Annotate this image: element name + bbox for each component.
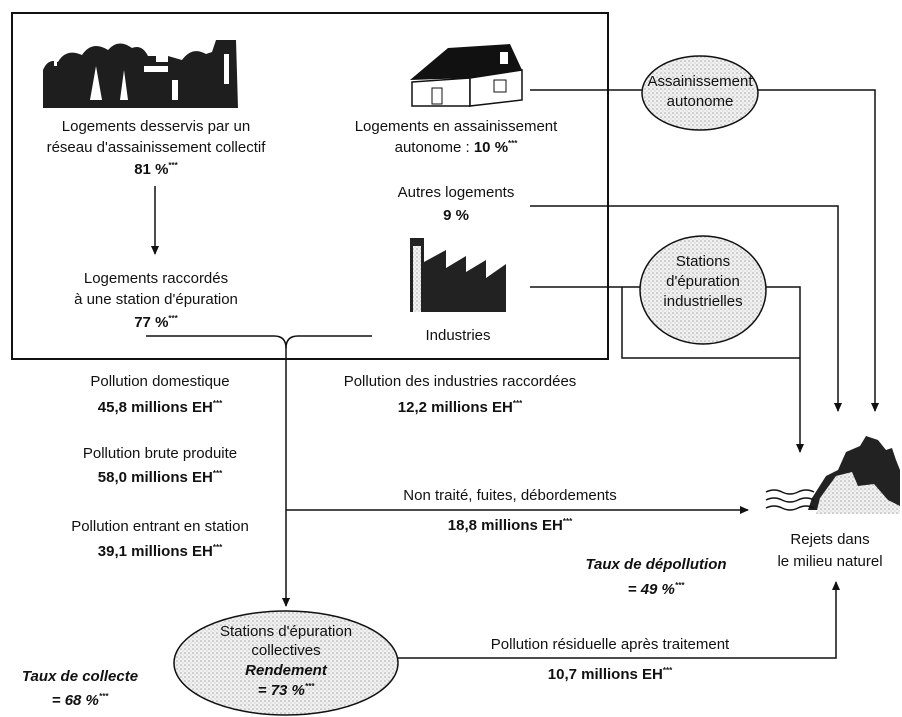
collection-rate-label: Taux de collecte [21,668,139,685]
other-housing-value: 9 % [443,207,469,224]
factory-illustration [410,238,506,312]
domestic-pollution-value: 45,8 millions EH*** [97,399,223,416]
entering-pollution-label: Pollution entrant en station [71,518,249,535]
depollution-rate-label: Taux de dépollution [585,556,727,573]
collective-housing-label-1: Logements desservis par un [61,118,251,135]
natural-environment-label-1: Rejets dans [790,531,870,548]
other-housing-label: Autres logements [397,184,515,201]
untreated-pollution-label: Non traité, fuites, débordements [403,487,617,504]
collective-housing-label-2: réseau d'assainissement collectif [46,139,266,156]
autonomous-housing-label-1: Logements en assainissement [354,118,558,135]
flow-connectors [146,89,879,659]
natural-environment-illustration [765,436,900,514]
autonomous-ellipse-label-2: autonome [666,93,734,110]
industrial-ellipse-label-1: Stations [675,253,731,270]
housing-box [11,12,609,360]
residual-pollution-label: Pollution résiduelle après traitement [490,636,730,653]
industrial-ellipse-label-3: industrielles [663,293,743,310]
house-illustration [410,44,523,107]
natural-environment-label-2: le milieu naturel [777,553,883,570]
collective-stations-ellipse [173,610,399,716]
collection-rate-value: = 68 %*** [51,692,109,709]
connected-housing-label-1: Logements raccordés [83,270,229,287]
collective-housing-value: 81 %*** [134,161,178,178]
untreated-pollution-value: 18,8 millions EH*** [447,517,573,534]
depollution-rate-value: = 49 %*** [627,581,685,598]
industries-pollution-value: 12,2 millions EH*** [397,399,523,416]
autonomous-sanitation-ellipse [641,55,759,131]
raw-pollution-value: 58,0 millions EH*** [97,469,223,486]
raw-pollution-label: Pollution brute produite [82,445,238,462]
industrial-stations-ellipse [639,235,767,345]
collective-ellipse-label-4: = 73 %*** [257,682,315,699]
connected-housing-value: 77 %*** [134,314,178,331]
autonomous-ellipse-label-1: Assainissement [647,73,753,90]
industrial-ellipse-label-2: d'épuration [666,273,740,290]
autonomous-housing-label-2: autonome : 10 %*** [394,139,518,156]
domestic-pollution-label: Pollution domestique [90,373,230,390]
collective-ellipse-label-3: Rendement [245,662,327,679]
industries-pollution-label: Pollution des industries raccordées [343,373,577,390]
city-illustration [43,40,238,108]
collective-ellipse-label-1: Stations d'épuration [219,623,353,640]
entering-pollution-value: 39,1 millions EH*** [97,543,223,560]
connected-housing-label-2: à une station d'épuration [74,291,238,308]
collective-ellipse-label-2: collectives [251,642,321,659]
residual-pollution-value: 10,7 millions EH*** [547,666,673,683]
industries-label: Industries [425,327,491,344]
